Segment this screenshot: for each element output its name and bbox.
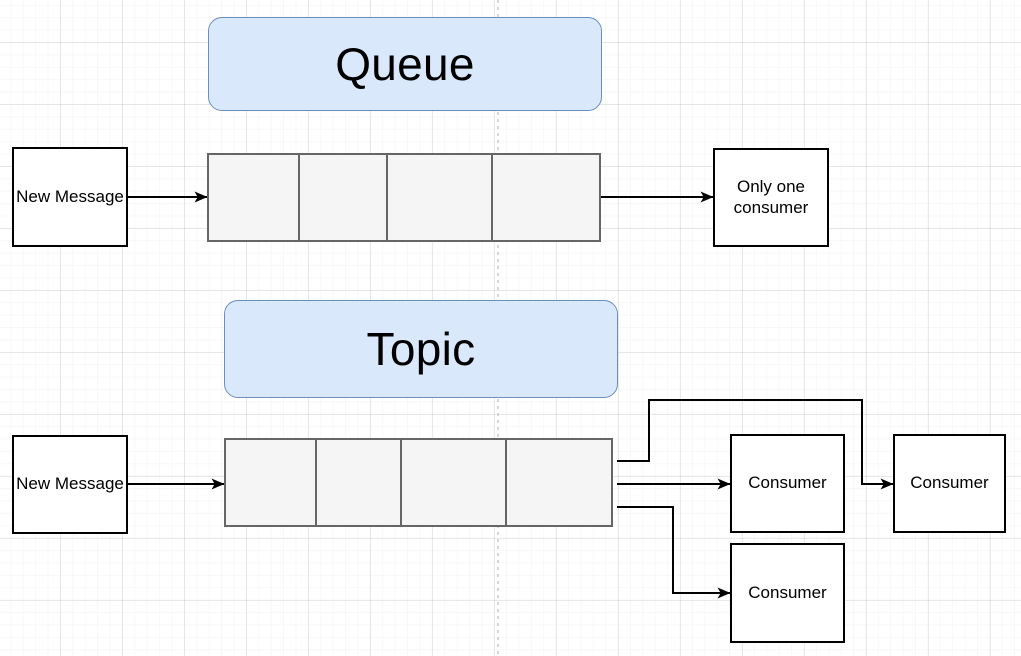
queue-cell (386, 153, 493, 242)
topic-consumer-label: Consumer (748, 473, 827, 493)
topic-producer-box: New Message (12, 435, 128, 534)
queue-banner-label: Queue (335, 37, 475, 90)
queue-cell (491, 153, 601, 242)
queue-consumer-label: Only one consumer (733, 176, 809, 217)
queue-producer-label: New Message (16, 186, 124, 206)
topic-cell (505, 438, 613, 527)
queue-consumer-box: Only one consumer (713, 148, 829, 247)
topic-consumer-box-bottom: Consumer (730, 543, 845, 643)
topic-cell (315, 438, 402, 527)
queue-producer-box: New Message (12, 147, 128, 247)
topic-cells (224, 438, 617, 527)
queue-cell (207, 153, 300, 242)
edge-topic-to-consumer-bottom (617, 506, 731, 599)
topic-consumer-box-right: Consumer (893, 434, 1006, 533)
queue-banner: Queue (208, 17, 602, 111)
topic-banner: Topic (224, 300, 618, 398)
queue-cell (298, 153, 388, 242)
topic-consumer-label: Consumer (748, 582, 827, 602)
queue-cells (207, 153, 601, 242)
topic-consumer-box-middle: Consumer (730, 434, 845, 533)
topic-cell (224, 438, 317, 527)
topic-consumer-label: Consumer (910, 473, 989, 493)
topic-producer-label: New Message (16, 474, 124, 494)
topic-cell (400, 438, 507, 527)
topic-banner-label: Topic (366, 322, 476, 375)
